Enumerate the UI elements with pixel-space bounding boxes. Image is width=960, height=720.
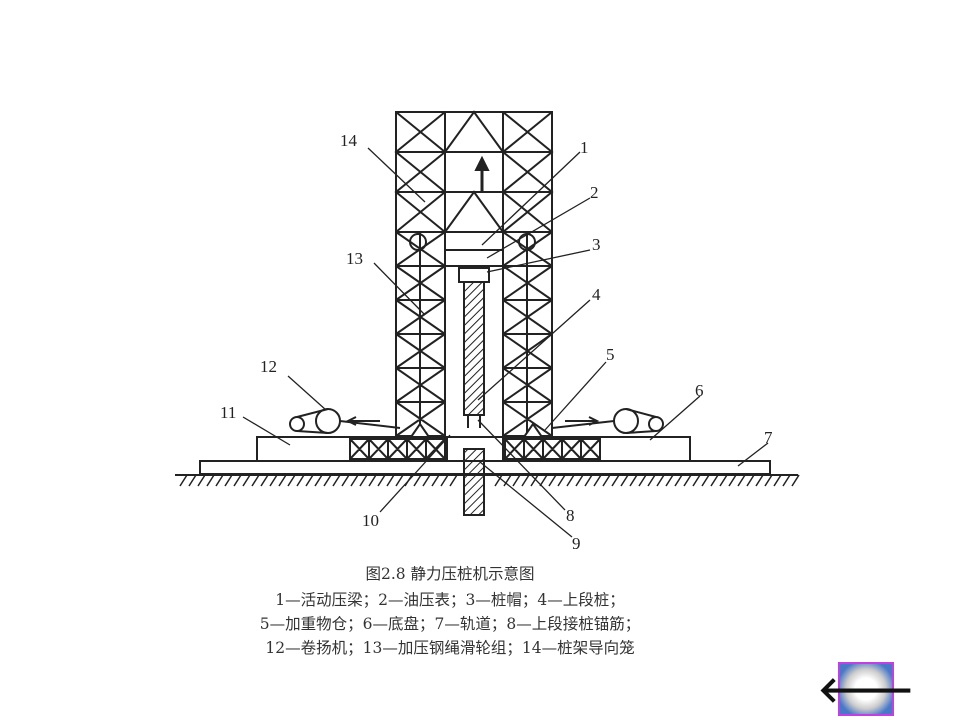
pulley-left [409, 233, 427, 251]
label-6: 6 [695, 381, 704, 400]
label-2: 2 [590, 183, 599, 202]
figure-title: 图2.8 静力压桩机示意图 [365, 565, 535, 583]
label-5: 5 [606, 345, 615, 364]
arrow-left-icon: 🡐 [817, 670, 915, 711]
label-1: 1 [580, 138, 589, 157]
back-button[interactable]: 🡐 [818, 662, 914, 716]
winch-left [289, 408, 401, 434]
base-plate-right [502, 436, 691, 462]
ground [175, 474, 800, 487]
pile-cap [458, 267, 490, 283]
label-8: 8 [566, 506, 575, 525]
caption-line-1: 1—活动压梁；2—油压表；3—桩帽；4—上段桩； [275, 591, 625, 609]
label-13: 13 [346, 249, 363, 268]
label-3: 3 [592, 235, 601, 254]
lower-pile [463, 448, 485, 516]
winch-right [551, 408, 664, 434]
upper-pile [463, 281, 485, 416]
label-11: 11 [220, 403, 236, 422]
caption-line-3: 12—卷扬机；13—加压钢绳滑轮组；14—桩架导向笼 [265, 639, 635, 657]
movable-press-beam [444, 249, 504, 267]
lift-arrow-icon [474, 155, 490, 192]
guide-cage [394, 110, 554, 438]
part-labels: 14 1 2 3 4 13 12 5 11 6 7 10 8 9 [220, 131, 773, 553]
weight-box-left [349, 438, 446, 460]
label-12: 12 [260, 357, 277, 376]
weight-box-right [504, 438, 601, 460]
label-10: 10 [362, 511, 379, 530]
leader-lines [242, 147, 769, 538]
base-plate-left [256, 436, 448, 462]
label-4: 4 [592, 285, 601, 304]
caption-line-2: 5—加重物仓；6—底盘；7—轨道；8—上段接桩锚筋； [259, 615, 641, 633]
anchor-bars [467, 415, 481, 428]
label-9: 9 [572, 534, 581, 553]
label-14: 14 [340, 131, 358, 150]
label-7: 7 [764, 428, 773, 447]
